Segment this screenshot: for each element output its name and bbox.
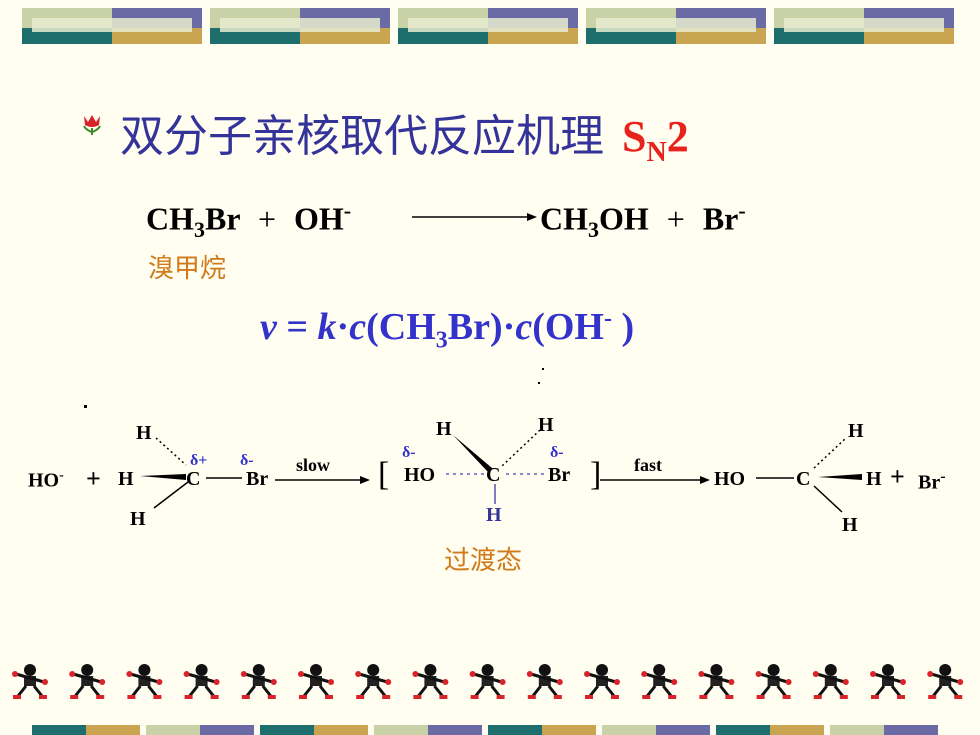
product-br-charge: - [940,468,946,485]
banner-tile-5 [774,8,954,44]
robot-icon [240,664,277,699]
banner-tile-1 [22,8,202,44]
stray-dot-3 [538,382,540,384]
reactant2: OH [294,200,344,237]
h-bottom: H [130,508,146,530]
robot-icon [870,664,906,699]
rate-k: k [317,306,337,348]
sn2-label: SN2 [622,112,689,168]
product-carbon: C [796,468,811,490]
reactant2-charge: - [343,198,352,223]
plus-sign-mech: + [86,464,101,493]
plus-sign: + [257,200,277,237]
product2-charge: - [738,198,746,223]
h-top: H [136,422,152,444]
rate-oh: (OH [532,306,604,348]
ts-carbon: C [486,464,501,486]
robot-icon [469,664,506,699]
robot-icon [927,664,964,699]
transition-state-label: 过渡态 [444,546,523,576]
ts-delta-right: δ- [550,444,564,461]
reactant1: CH [146,200,194,237]
rate-sub: 3 [435,327,448,354]
title-text: 双分子亲核取代反应机理 [120,111,604,162]
robot-icon [812,664,849,699]
product-bromide: Br- [918,468,946,495]
rate-close: ) [611,306,635,348]
banner-tile-2 [210,8,390,44]
robot-icon [412,664,449,699]
product-h-bottom: H [842,514,858,536]
slide-title: 双分子亲核取代反应机理 SN2 [120,100,689,169]
bottom-strip [32,725,938,735]
robot-icon [526,664,563,699]
robot-icon [755,664,792,699]
product1: CH [540,200,588,237]
rate-law: v = k·c(CH3Br)·c(OH- ) [260,305,634,355]
bromine-atom: Br [246,468,269,490]
sn-sub: N [646,136,667,168]
reactant1-end: Br [205,200,240,237]
product2: Br [702,200,739,237]
rate-br: Br) [447,306,503,348]
robot-icon [355,664,392,699]
tulip-icon [83,115,101,135]
ho-label: HO [28,469,60,492]
rate-oh-charge: - [603,305,612,332]
rate-c1: c [349,306,367,348]
robot-icon [584,664,620,699]
banner-tile-4 [586,8,766,44]
fast-label: fast [634,455,662,475]
carbon-atom: C [186,468,201,490]
sn-num: 2 [666,112,689,161]
product1-end: OH [599,200,649,237]
ts-delta-left: δ- [402,444,416,461]
rate-dot: · [336,306,350,348]
delta-minus: δ- [240,452,254,469]
bracket-open: [ [378,456,390,493]
rate-eq: = [276,306,318,348]
reactant-name: 溴甲烷 [148,254,227,284]
sn-s: S [622,112,647,161]
rate-c2: c [515,306,533,348]
slow-label: slow [296,455,331,475]
hydroxide-ion: HO- [28,468,64,493]
robot-icon [298,664,334,699]
robot-icon [183,664,220,699]
ts-br: Br [548,464,571,486]
product-h-top: H [848,420,864,442]
ts-h-top-right: H [538,414,554,436]
ts-ho: HO [404,464,436,486]
plus-sign-2: + [666,200,685,237]
reaction-equation: CH3Br + OH- [146,198,351,243]
robot-icon [126,664,163,699]
reactant1-sub: 3 [194,217,205,243]
banner-graphic [22,8,954,44]
reaction-arrow [412,213,537,221]
product-plus: + [890,462,905,491]
rate-v: v [260,306,277,348]
ho-charge: - [59,468,64,483]
ts-h-top-left: H [436,418,452,440]
product-ho: HO [714,468,746,490]
product1-sub: 3 [588,217,599,243]
banner-tile-3 [398,8,578,44]
robot-icon [641,664,678,699]
h-left: H [118,468,134,490]
rate-ch: (CH [366,306,436,348]
robot-icon [69,664,106,699]
delta-plus: δ+ [190,452,208,469]
robot-icons-row [12,664,964,699]
robot-icon [12,664,48,699]
stray-dot [84,405,87,408]
robot-icon [698,664,735,699]
bracket-close: ] [590,456,602,493]
product-h-right: H [866,468,882,490]
rate-dot-2: · [502,306,516,348]
ts-h-bottom: H [486,504,502,526]
product-br-label: Br [918,471,941,494]
products: CH3OH + Br- [540,198,746,243]
mechanism-bonds [140,429,862,513]
stray-dot-2 [542,368,544,370]
